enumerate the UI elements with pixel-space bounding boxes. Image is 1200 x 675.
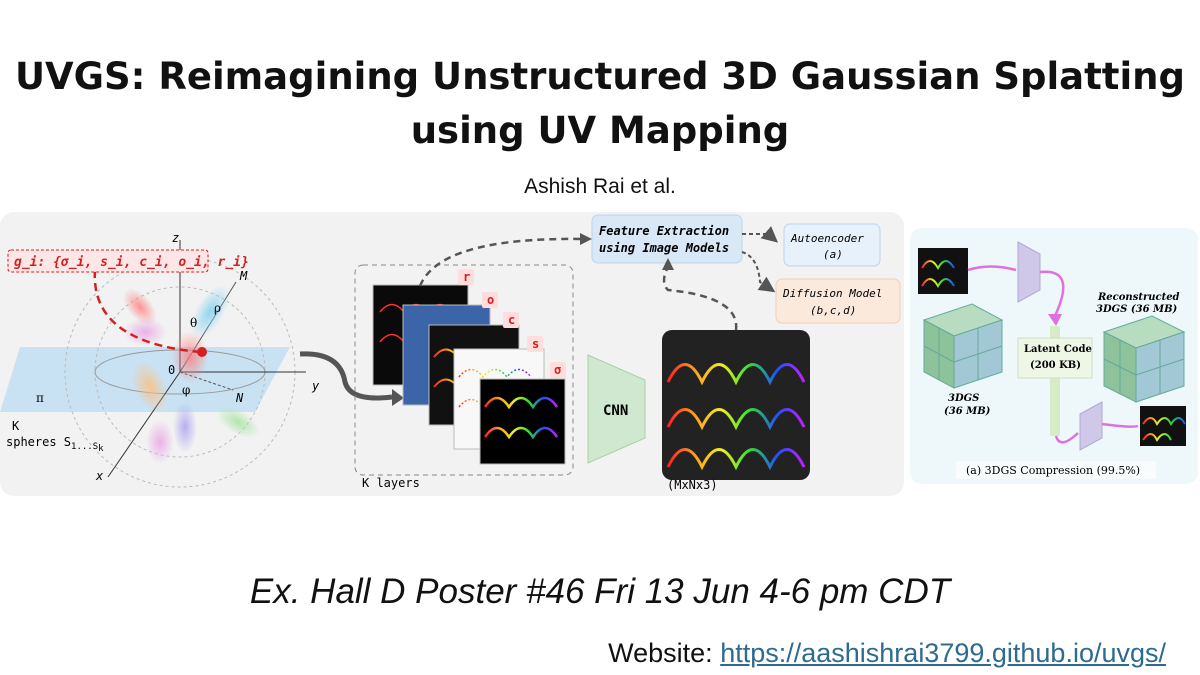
compression-diagram: 3DGS (36 MB) Latent Code (200 KB) Recons… <box>918 241 1186 479</box>
uv-pattern <box>1142 417 1186 442</box>
title-line-1: UVGS: Reimagining Unstructured 3D Gaussi… <box>14 55 1186 98</box>
website-line: Website: https://aashishrai3799.github.i… <box>608 638 1166 669</box>
encode-to-latent-arrow <box>1039 270 1065 319</box>
k-layers-box <box>354 264 574 476</box>
compression-caption: (a) 3DGS Compression (99.5%) <box>966 464 1140 477</box>
uv-thumbnail <box>1140 406 1186 446</box>
cnn-label: CNN <box>603 403 628 419</box>
latent-label-2: (200 KB) <box>1030 360 1081 371</box>
spheres-label: spheres S1...Sk <box>6 435 104 454</box>
gaussian-blob <box>173 401 197 453</box>
uv-layer-sigma <box>479 378 566 465</box>
output-size-label: (MxNx3) <box>667 478 718 492</box>
autoencoder-line-1: Autoencoder <box>790 232 864 245</box>
z-axis-label: z <box>172 231 179 245</box>
x-axis-label: x <box>95 469 104 483</box>
reconstructed-cube <box>1102 315 1186 403</box>
website-link[interactable]: https://aashishrai3799.github.io/uvgs/ <box>720 638 1166 668</box>
gaussian-blob <box>190 285 230 339</box>
input-cube <box>922 303 1004 389</box>
projection-line <box>179 371 234 391</box>
encode-arrow <box>967 265 1017 272</box>
mapping-arrow <box>299 351 393 401</box>
layer-tag <box>482 292 498 308</box>
uv-thumbnail <box>918 248 968 294</box>
layer-tag <box>550 362 566 378</box>
attribute-box <box>7 249 209 273</box>
origin-label: 0 <box>168 363 175 377</box>
uv-pattern <box>483 396 559 440</box>
input-label-1: 3DGS <box>948 393 979 404</box>
layer-tag-sigma: σ <box>554 363 561 377</box>
diffusion-line-2: (b,c,d) <box>810 304 856 317</box>
gaussian-blob <box>131 360 169 414</box>
feature-extraction-line-1: Feature Extraction <box>599 224 729 238</box>
pi-label: π <box>36 391 44 405</box>
arrow-head <box>662 258 674 270</box>
diffusion-box <box>775 278 901 324</box>
gaussian-attributes: g_i: {σ_i, s_i, c_i, o_i, r_i} <box>14 255 249 270</box>
to-autoencoder-arrow <box>742 226 779 243</box>
uv-layer-stack: r o c s σ <box>372 269 566 465</box>
title-line-2: using UV Mapping <box>410 109 790 152</box>
gaussian-blob <box>146 420 174 464</box>
caption-bg <box>956 461 1156 479</box>
x-axis <box>107 371 181 478</box>
pipeline-figure: g_i: {σ_i, s_i, c_i, o_i, r_i} z y x M N… <box>0 212 904 496</box>
layers-to-feature-arrow <box>418 237 583 287</box>
rho-label: ρ <box>214 301 221 315</box>
attribute-pointer <box>93 269 201 354</box>
layer-tag-c: c <box>508 313 515 327</box>
latent-bar <box>1050 326 1060 436</box>
gaussian-blob <box>216 406 260 438</box>
image-to-feature-arrow <box>662 266 738 331</box>
layer-tag-s: s <box>532 337 539 351</box>
feature-extraction-line-2: using Image Models <box>599 241 729 255</box>
autoencoder-box <box>783 223 881 267</box>
latent-to-decoder-arrow <box>1054 432 1079 444</box>
decoder-block <box>1079 401 1103 451</box>
venue-info: Ex. Hall D Poster #46 Fri 13 Jun 4-6 pm … <box>249 572 951 611</box>
autoencoder-line-2: (a) <box>823 248 843 261</box>
theta-label: θ <box>190 316 197 330</box>
to-diffusion-arrow <box>741 251 776 293</box>
layer-tag <box>527 336 543 352</box>
encoder-block <box>1017 241 1041 303</box>
reconstructed-label-2: 3DGS (36 MB) <box>1096 304 1178 315</box>
pipeline-diagram: g_i: {σ_i, s_i, c_i, o_i, r_i} z y x M N… <box>0 214 901 492</box>
website-label: Website: <box>608 638 721 668</box>
diffusion-line-1: Diffusion Model <box>782 287 882 300</box>
feature-extraction-box <box>591 214 743 264</box>
input-label-2: (36 MB) <box>944 406 991 417</box>
reconstructed-label-1: Reconstructed <box>1097 292 1180 303</box>
paper-title: UVGS: Reimagining Unstructured 3D Gaussi… <box>0 50 1200 158</box>
mapping-arrow-head <box>392 389 404 406</box>
phi-label: φ <box>182 383 190 397</box>
arrow-head <box>580 233 592 245</box>
uv-pattern <box>666 363 806 471</box>
latent-box <box>1017 337 1093 379</box>
cnn-block <box>587 354 646 464</box>
k-layers-label: K layers <box>362 476 420 490</box>
point-n-label: N <box>235 391 244 405</box>
gaussian-point <box>197 347 207 357</box>
uv-pattern <box>921 260 955 289</box>
layer-tag-r: r <box>463 270 470 284</box>
decode-arrow <box>1101 422 1139 428</box>
layer-tag <box>458 269 474 285</box>
gaussian-blob <box>123 288 157 326</box>
layer-tag <box>503 312 519 328</box>
latent-label-1: Latent Code <box>1024 344 1092 355</box>
spheres-k: K <box>12 419 20 433</box>
layer-tag-o: o <box>487 293 494 307</box>
uvgs-image <box>662 330 810 480</box>
y-axis-label: y <box>311 379 320 393</box>
gaussian-blob <box>172 331 208 383</box>
compression-figure: 3DGS (36 MB) Latent Code (200 KB) Recons… <box>910 228 1198 484</box>
sphere-diagram: g_i: {σ_i, s_i, c_i, o_i, r_i} z y x M N… <box>0 231 320 488</box>
authors: Ashish Rai et al. <box>524 175 676 198</box>
point-m-label: M <box>239 269 248 283</box>
gaussian-blob <box>123 318 167 346</box>
arrow-head <box>1048 314 1062 326</box>
